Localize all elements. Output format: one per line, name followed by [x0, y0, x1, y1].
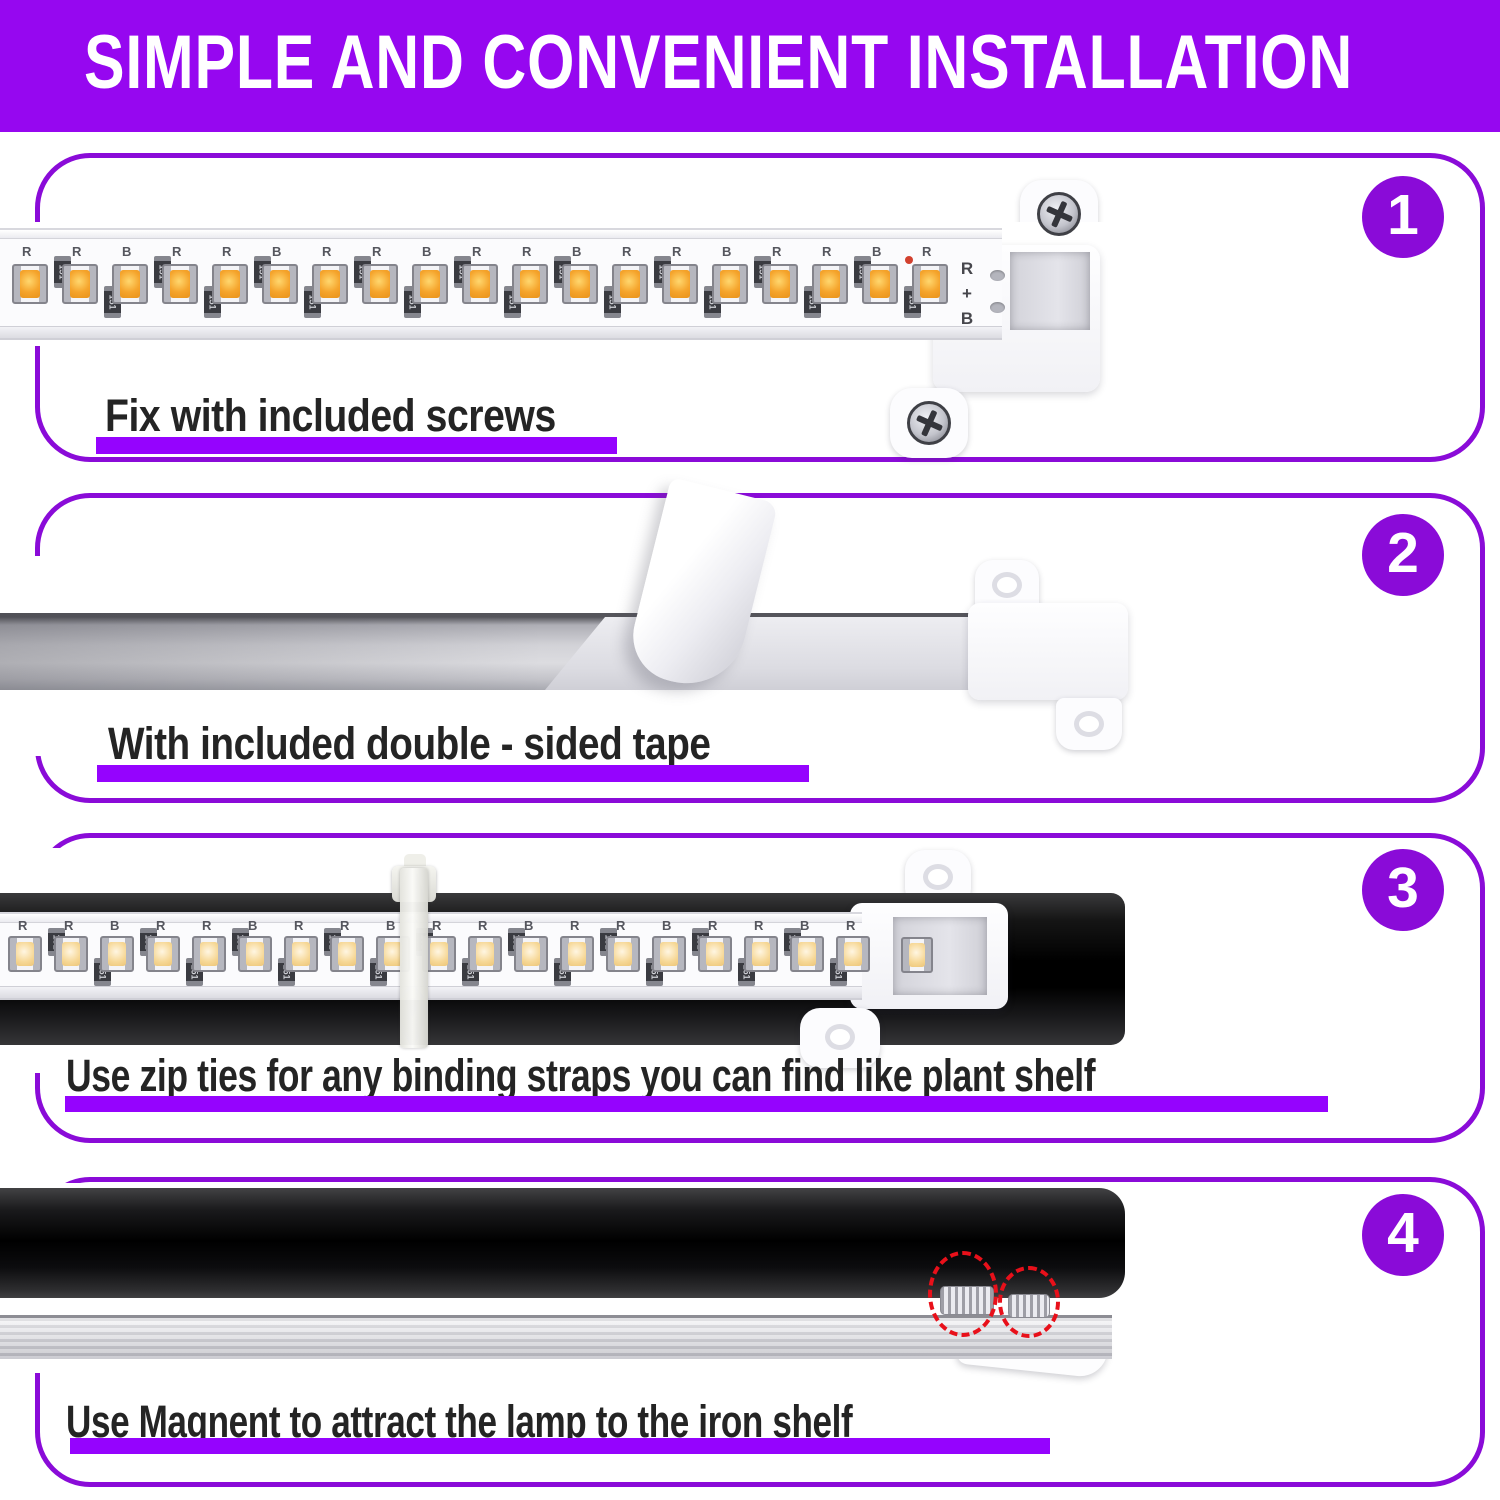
step-number: 3	[1387, 856, 1419, 920]
header-banner: SIMPLE AND CONVENIENT INSTALLATION	[0, 0, 1500, 132]
caption-step-3: Use zip ties for any binding straps you …	[66, 1050, 1096, 1101]
caption-underline	[96, 437, 617, 454]
step-number: 4	[1387, 1201, 1419, 1265]
caption-step-2: With included double - sided tape	[108, 718, 711, 769]
step-badge-3: 3	[1362, 849, 1444, 931]
caption-underline	[70, 1438, 1050, 1454]
caption-step-1: Fix with included screws	[105, 390, 556, 441]
step-number: 2	[1387, 521, 1419, 585]
polarity-letter: R	[22, 244, 32, 259]
step-badge-4: 4	[1362, 1194, 1444, 1276]
caption-underline	[97, 765, 809, 782]
page-title: SIMPLE AND CONVENIENT INSTALLATION	[84, 20, 1354, 106]
step-badge-1: 1	[1362, 176, 1444, 258]
step-number: 1	[1387, 183, 1419, 247]
step-badge-2: 2	[1362, 514, 1444, 596]
caption-underline	[65, 1096, 1328, 1112]
polarity-letter: R	[18, 918, 28, 933]
